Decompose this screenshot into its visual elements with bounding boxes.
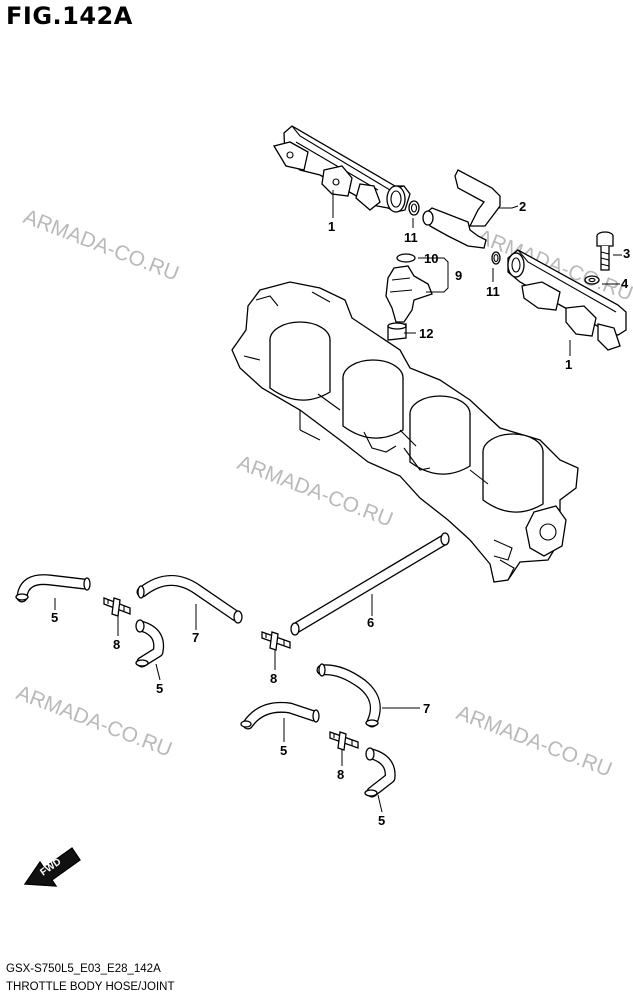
callout-11-left: 11 <box>404 230 418 245</box>
callout-1-lower: 1 <box>565 357 572 372</box>
callout-3: 3 <box>623 246 630 261</box>
hose-part-7-a <box>136 575 243 624</box>
fuel-delivery-pipe-upper <box>272 125 411 213</box>
fuel-feed-hose-part-2 <box>422 169 501 249</box>
fuel-injector-part-9 <box>385 253 433 341</box>
callout-5-c: 5 <box>280 743 287 758</box>
leader-lines <box>54 190 622 813</box>
fwd-arrow: FWD <box>23 847 81 887</box>
callout-7-b: 7 <box>423 701 430 716</box>
bolt-part-3 <box>596 231 614 271</box>
callout-8-c: 8 <box>337 767 344 782</box>
seal-part-10 <box>396 253 416 263</box>
callout-5-d: 5 <box>378 813 385 828</box>
figure-code: GSX-S750L5_E03_E28_142A <box>6 963 161 975</box>
callout-8-a: 8 <box>113 637 120 652</box>
callout-8-b: 8 <box>270 671 277 686</box>
o-ring-11-left <box>408 200 420 216</box>
throttle-body-assembly <box>231 281 579 583</box>
joint-part-8-c <box>329 731 359 751</box>
callout-10: 10 <box>424 251 438 266</box>
callout-5-b: 5 <box>156 681 163 696</box>
callout-6: 6 <box>367 615 374 630</box>
figure-title: FIG.142A <box>6 2 133 30</box>
watermark-1: ARMADA-CO.RU <box>20 205 182 285</box>
callout-4: 4 <box>621 276 629 291</box>
hose-part-5-d <box>364 747 396 798</box>
figure-caption: THROTTLE BODY HOSE/JOINT <box>6 981 175 993</box>
callout-11-right: 11 <box>486 284 500 299</box>
hose-part-7-b <box>316 663 381 728</box>
fuel-delivery-pipe-lower <box>507 249 627 351</box>
o-ring-11-right <box>491 251 501 265</box>
hose-part-5-b <box>135 619 165 668</box>
callout-5-a: 5 <box>51 610 58 625</box>
callout-2: 2 <box>519 199 526 214</box>
callout-1-upper: 1 <box>328 219 335 234</box>
callout-12: 12 <box>419 326 433 341</box>
watermark-5: ARMADA-CO.RU <box>453 701 615 781</box>
hose-part-5-a <box>15 574 91 603</box>
hose-part-5-c <box>240 701 320 730</box>
hose-part-6 <box>290 532 450 636</box>
joint-part-8-a <box>103 597 131 617</box>
joint-part-8-b <box>261 631 291 651</box>
watermark-4: ARMADA-CO.RU <box>13 681 175 761</box>
callout-9: 9 <box>455 268 462 283</box>
washer-part-4 <box>584 275 600 285</box>
callout-7-a: 7 <box>192 630 199 645</box>
